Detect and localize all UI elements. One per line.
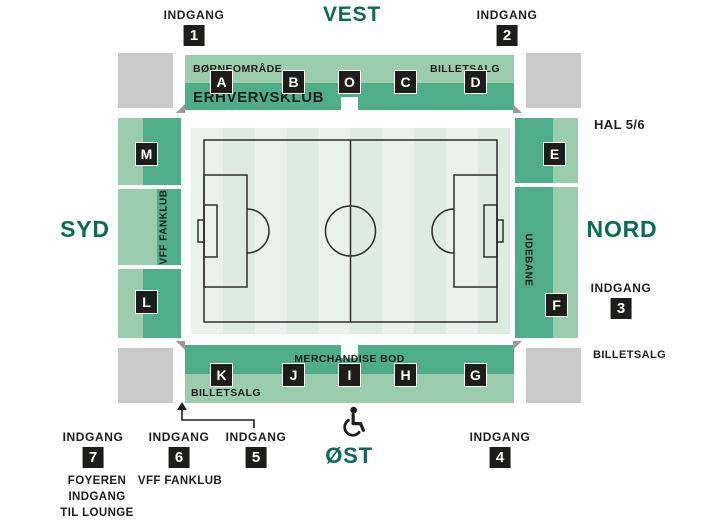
fan-club-entrance-label: VFF FANKLUB	[137, 475, 223, 487]
ticket-office-east-label: BILLETSALG	[191, 387, 261, 399]
stand-east: MERCHANDISE BOD BILLETSALG K J I H G	[185, 345, 514, 403]
entrance-6-label: INDGANG	[148, 430, 210, 444]
fanclub-inner	[157, 189, 181, 265]
compass-west: VEST	[322, 3, 382, 26]
entrance-3: INDGANG 3	[591, 281, 652, 319]
compass-north: NORD	[586, 216, 658, 242]
entrance-3-number: 3	[610, 298, 632, 319]
ticket-office-north-label: BILLETSALG	[593, 349, 667, 361]
foyer-label: FOYEREN INDGANG TIL LOUNGE	[60, 473, 133, 521]
section-K[interactable]: K	[210, 363, 233, 387]
entrance-2-number: 2	[496, 25, 518, 46]
stand-west: BØRNEOMRÅDE BILLETSALG ERHVERVSKLUB A B …	[185, 55, 514, 110]
entrance-4: INDGANG 4	[470, 430, 531, 468]
section-F[interactable]: F	[545, 293, 568, 317]
entrance-3-label: INDGANG	[590, 281, 652, 295]
entrance-1-number: 1	[183, 25, 205, 46]
section-J[interactable]: J	[282, 363, 305, 387]
fan-club-stand-label: VFF FANKLUB	[158, 189, 170, 265]
section-C[interactable]: C	[394, 70, 417, 94]
entrance-4-label: INDGANG	[469, 430, 531, 444]
fanclub-outer	[118, 189, 157, 265]
corner-mark-top-left	[176, 104, 185, 113]
entrance-1-label: INDGANG	[163, 8, 225, 22]
entrance-5-number: 5	[245, 447, 267, 468]
section-A[interactable]: A	[210, 70, 233, 94]
section-B[interactable]: B	[282, 70, 305, 94]
entrance-2: INDGANG 2	[477, 8, 538, 46]
corner-mark-bottom-left	[176, 341, 185, 350]
stand-south-section-l: L	[118, 269, 181, 338]
entrance-5-label: INDGANG	[225, 430, 287, 444]
stand-south-fanclub: VFF FANKLUB	[118, 189, 181, 265]
foyer-line-1: FOYEREN	[67, 475, 127, 487]
corner-block-bottom-left	[118, 348, 173, 403]
wheelchair-icon	[343, 406, 365, 437]
corner-mark-bottom-right	[513, 341, 522, 350]
corner-block-top-right	[526, 53, 581, 108]
entrance-5: INDGANG 5	[226, 430, 287, 468]
corner-block-top-left	[118, 53, 173, 108]
entrance-7-label: INDGANG	[62, 430, 124, 444]
section-D[interactable]: D	[464, 70, 487, 94]
away-fans-label: UDEBANE	[522, 233, 534, 287]
entrance-arrow-icon	[177, 402, 255, 428]
section-I[interactable]: I	[338, 363, 361, 387]
football-pitch	[191, 128, 510, 334]
kids-area-label: BØRNEOMRÅDE	[193, 63, 282, 75]
section-L[interactable]: L	[135, 290, 158, 314]
merchandise-label: MERCHANDISE BOD	[294, 353, 405, 365]
section-G[interactable]: G	[464, 363, 487, 387]
corner-mark-top-right	[513, 104, 522, 113]
section-E[interactable]: E	[543, 142, 566, 166]
section-H[interactable]: H	[394, 363, 417, 387]
stand-south-section-m: M	[118, 118, 181, 185]
compass-south: SYD	[60, 216, 110, 242]
players-tunnel-west	[341, 97, 358, 110]
compass-east: ØST	[325, 443, 373, 468]
section-O[interactable]: O	[338, 70, 361, 94]
foyer-line-2: INDGANG	[68, 491, 126, 503]
players-tunnel-east	[341, 345, 358, 358]
foyer-line-3: TIL LOUNGE	[60, 507, 134, 519]
entrance-2-label: INDGANG	[476, 8, 538, 22]
entrance-6-number: 6	[168, 447, 190, 468]
stand-north-section-e: E	[515, 118, 578, 183]
entrance-7: INDGANG 7	[63, 430, 124, 468]
entrance-6: INDGANG 6	[149, 430, 210, 468]
hall-label: HAL 5/6	[594, 117, 645, 132]
entrance-7-number: 7	[82, 447, 104, 468]
section-M[interactable]: M	[135, 142, 158, 166]
corner-block-bottom-right	[526, 348, 581, 403]
entrance-4-number: 4	[489, 447, 511, 468]
stand-north-section-f: UDEBANE F	[515, 187, 578, 338]
entrance-1: INDGANG 1	[164, 8, 225, 46]
